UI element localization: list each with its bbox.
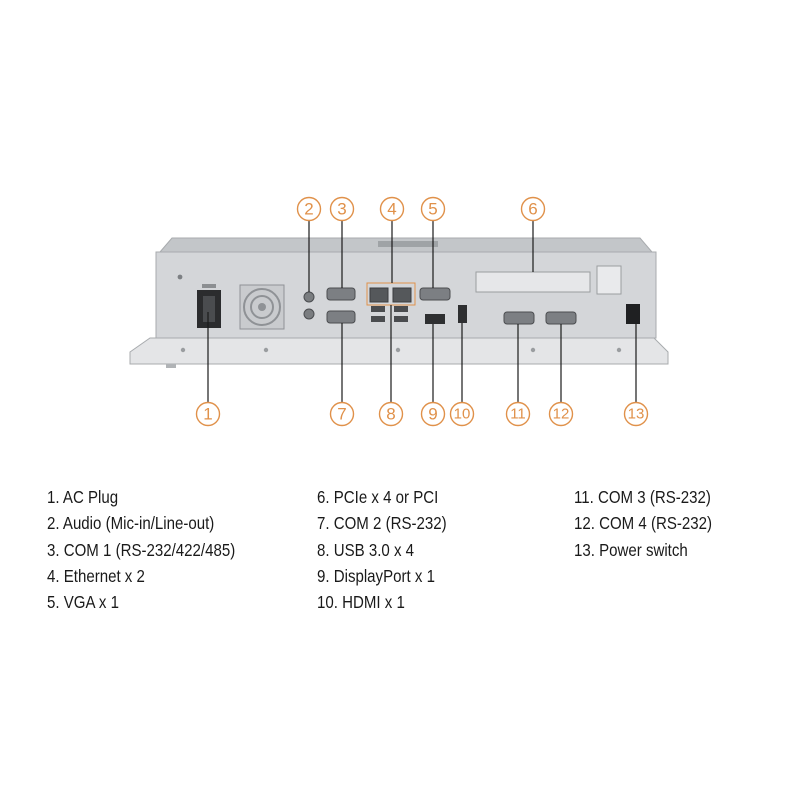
legend-item: 11. COM 3 (RS-232) bbox=[574, 487, 711, 507]
callout-13: 13 bbox=[623, 401, 649, 427]
rear-panel-diagram: 2 3 4 5 6 1 7 8 9 10 11 12 bbox=[129, 196, 669, 427]
callout-9: 9 bbox=[420, 401, 446, 427]
legend-item: 7. COM 2 (RS-232) bbox=[317, 513, 447, 534]
legend-column-1: 1. AC Plug 2. Audio (Mic-in/Line-out) 3.… bbox=[47, 484, 235, 615]
audio-jack-line bbox=[303, 308, 315, 320]
com2-port bbox=[326, 310, 356, 324]
fan-ring bbox=[250, 295, 274, 319]
callout-label: 6 bbox=[528, 200, 537, 219]
callout-10: 10 bbox=[449, 401, 475, 427]
com1-port bbox=[326, 287, 356, 301]
legend-item: 6. PCIe x 4 or PCI bbox=[317, 487, 439, 507]
power-switch bbox=[626, 304, 640, 324]
legend-item: 1. AC Plug bbox=[47, 487, 119, 507]
usb-port bbox=[394, 316, 408, 322]
flange-screw bbox=[395, 347, 401, 353]
com3-port bbox=[503, 311, 535, 325]
ac-plug-label bbox=[202, 284, 216, 288]
callout-8: 8 bbox=[378, 401, 404, 427]
usb-port bbox=[371, 306, 385, 312]
legend-item: 13. Power switch bbox=[574, 539, 688, 560]
callout-label: 2 bbox=[304, 200, 313, 219]
callout-2: 2 bbox=[296, 196, 322, 222]
callout-4: 4 bbox=[379, 196, 405, 222]
callout-label: 9 bbox=[428, 405, 437, 424]
callout-label: 10 bbox=[454, 406, 471, 423]
usb-port bbox=[394, 306, 408, 312]
callout-11: 11 bbox=[505, 401, 531, 427]
fan-grille bbox=[239, 284, 285, 330]
callout-label: 11 bbox=[510, 406, 526, 423]
flange-screw bbox=[263, 347, 269, 353]
callout-5: 5 bbox=[420, 196, 446, 222]
legend-column-2: 6. PCIe x 4 or PCI 7. COM 2 (RS-232) 8. … bbox=[317, 484, 447, 615]
fan-ring bbox=[243, 288, 281, 326]
vga-port bbox=[419, 287, 451, 301]
audio-jack-mic bbox=[303, 291, 315, 303]
displayport-port bbox=[425, 314, 445, 324]
flange-screw bbox=[530, 347, 536, 353]
legend-item: 2. Audio (Mic-in/Line-out) bbox=[47, 513, 215, 534]
legend-item: 5. VGA x 1 bbox=[47, 592, 119, 613]
callout-label: 12 bbox=[553, 406, 570, 423]
legend-item: 12. COM 4 (RS-232) bbox=[574, 513, 713, 534]
flange-foot bbox=[166, 364, 176, 368]
legend-item: 3. COM 1 (RS-232/422/485) bbox=[47, 539, 236, 560]
ac-plug-inner bbox=[203, 296, 215, 322]
callout-label: 7 bbox=[337, 405, 346, 424]
legend-item: 10. HDMI x 1 bbox=[317, 592, 405, 613]
legend-item: 4. Ethernet x 2 bbox=[47, 565, 145, 586]
fan-hub bbox=[258, 303, 266, 311]
legend-column-3: 11. COM 3 (RS-232) 12. COM 4 (RS-232) 13… bbox=[574, 484, 712, 563]
chassis-screw bbox=[177, 274, 183, 280]
callout-12: 12 bbox=[548, 401, 574, 427]
callout-label: 8 bbox=[386, 405, 395, 424]
legend-item: 8. USB 3.0 x 4 bbox=[317, 539, 415, 560]
callout-label: 3 bbox=[337, 200, 346, 219]
usb-port bbox=[371, 316, 385, 322]
callout-label: 4 bbox=[387, 200, 396, 219]
callout-label: 1 bbox=[203, 405, 212, 424]
callout-label: 13 bbox=[628, 406, 645, 423]
callout-1: 1 bbox=[195, 401, 221, 427]
chassis-top-label bbox=[378, 241, 438, 247]
pcie-slot bbox=[475, 271, 591, 293]
ethernet-port-1 bbox=[369, 287, 389, 303]
legend-item: 9. DisplayPort x 1 bbox=[317, 565, 435, 586]
hdmi-port bbox=[458, 305, 467, 323]
ethernet-port-2 bbox=[392, 287, 412, 303]
flange-screw bbox=[616, 347, 622, 353]
flange-screw bbox=[180, 347, 186, 353]
callout-3: 3 bbox=[329, 196, 355, 222]
com4-port bbox=[545, 311, 577, 325]
callout-6: 6 bbox=[520, 196, 546, 222]
callout-label: 5 bbox=[428, 200, 437, 219]
callout-7: 7 bbox=[329, 401, 355, 427]
pcie-bracket bbox=[596, 265, 622, 295]
